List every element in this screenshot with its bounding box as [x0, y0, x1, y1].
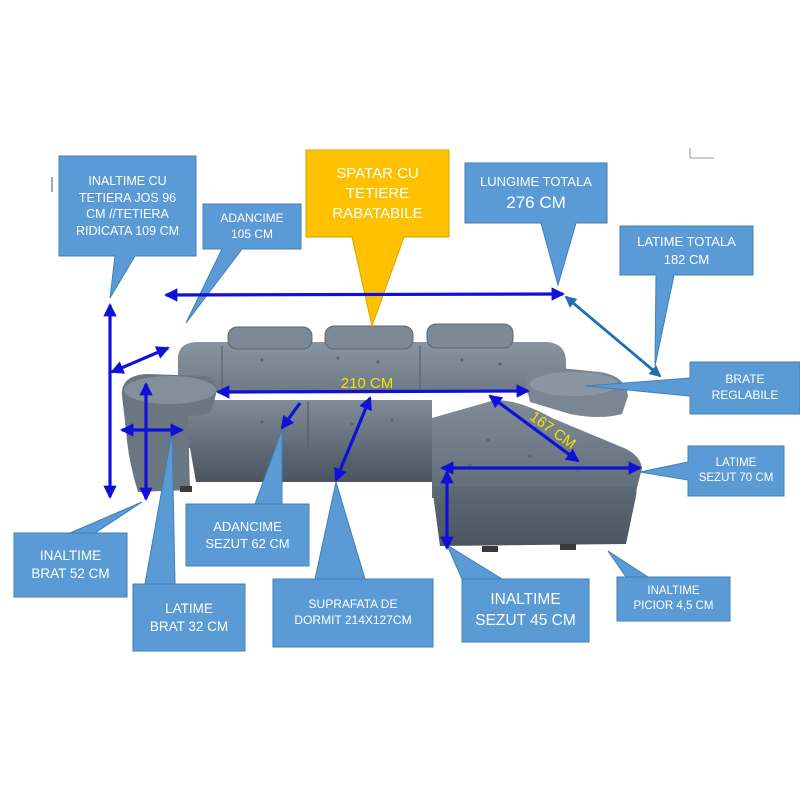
arrow-sleeping-area: [334, 396, 372, 482]
headrest-right: [426, 323, 514, 349]
callout-inaltime-brat: [13, 501, 143, 598]
dimension-210: 210 CM: [341, 375, 394, 392]
callout-shapes: [13, 149, 800, 652]
sofa-leg: [482, 546, 498, 552]
callout-inaltime-sezut: [445, 543, 590, 643]
callout-suprafata: [272, 481, 434, 648]
callout-brate-reglabile: [585, 361, 800, 415]
arrow-chaise-167: [488, 394, 580, 463]
left-armrest-pad: [124, 376, 216, 404]
arrow-total-width: [564, 295, 662, 378]
chaise-base: [432, 486, 637, 546]
sofa-leg: [180, 486, 192, 492]
callout-latime-brat: [132, 432, 246, 652]
dimension-arrows: [103, 287, 643, 551]
arrow-depth: [110, 346, 170, 374]
callout-inaltime-tetiera: [58, 155, 197, 299]
headrest-left: [227, 326, 313, 350]
arrow-seat-depth: [280, 402, 302, 430]
right-armrest-pad: [530, 372, 618, 396]
callout-adancime: [185, 203, 302, 324]
headrest-middle: [324, 325, 414, 350]
callout-latime-sezut: [639, 445, 785, 497]
callout-lungime-totala: [464, 162, 608, 287]
callout-spatar: [305, 149, 450, 328]
arrow-total-length: [163, 287, 566, 302]
arrow-width-210: [215, 384, 531, 399]
main-seat-base: [190, 448, 432, 482]
callout-inaltime-picior: [607, 550, 731, 622]
sofa-backrest: [178, 342, 566, 392]
callout-adancime-sezut: [185, 429, 310, 567]
sofa-leg: [560, 544, 576, 550]
callout-latime-totala: [619, 225, 754, 367]
